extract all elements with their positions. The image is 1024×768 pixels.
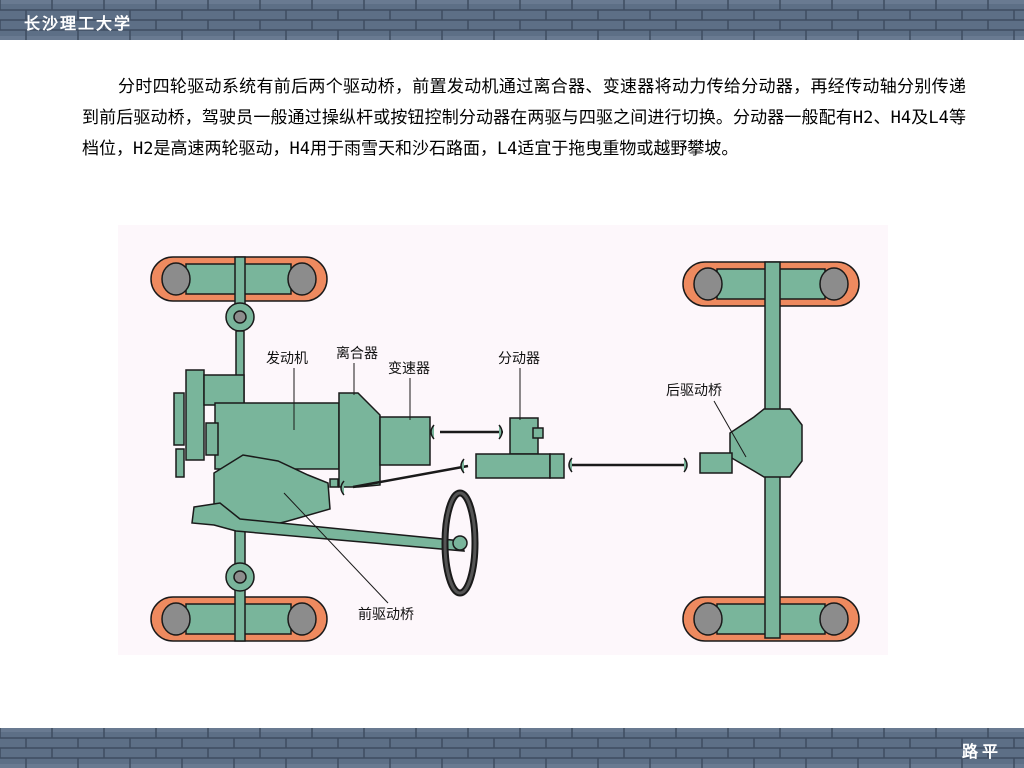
label-front-axle: 前驱动桥 bbox=[358, 606, 414, 623]
clutch bbox=[338, 392, 381, 488]
label-engine: 发动机 bbox=[266, 351, 308, 367]
steering-link bbox=[191, 502, 465, 552]
u-joint bbox=[430, 424, 435, 440]
leader-front-axle bbox=[283, 492, 389, 604]
engine-accessory bbox=[185, 369, 205, 461]
label-clutch: 离合器 bbox=[336, 345, 378, 362]
description-paragraph: 分时四轮驱动系统有前后两个驱动桥，前置发动机通过离合器、变速器将动力传给分动器，… bbox=[82, 77, 966, 159]
school-name: 长沙理工大学 bbox=[24, 14, 133, 33]
brick-pattern bbox=[0, 728, 1024, 768]
footer-brick-band: 路平 bbox=[0, 728, 1024, 768]
label-gearbox: 变速器 bbox=[388, 361, 430, 377]
front-drive-shaft bbox=[352, 464, 469, 489]
engine bbox=[214, 402, 340, 470]
label-rear-axle: 后驱动桥 bbox=[666, 383, 722, 399]
four-wheel-drive-diagram: 发动机 离合器 变速器 分动器 后驱动桥 前驱动桥 bbox=[118, 225, 888, 655]
rear-differential bbox=[729, 408, 803, 478]
header-brick-band: 长沙理工大学 bbox=[0, 0, 1024, 40]
label-transfer-case: 分动器 bbox=[498, 351, 540, 367]
author-name: 路平 bbox=[961, 742, 1002, 761]
gearbox bbox=[379, 416, 431, 466]
leader-rear-axle bbox=[713, 400, 747, 458]
brick-pattern bbox=[0, 0, 1024, 40]
